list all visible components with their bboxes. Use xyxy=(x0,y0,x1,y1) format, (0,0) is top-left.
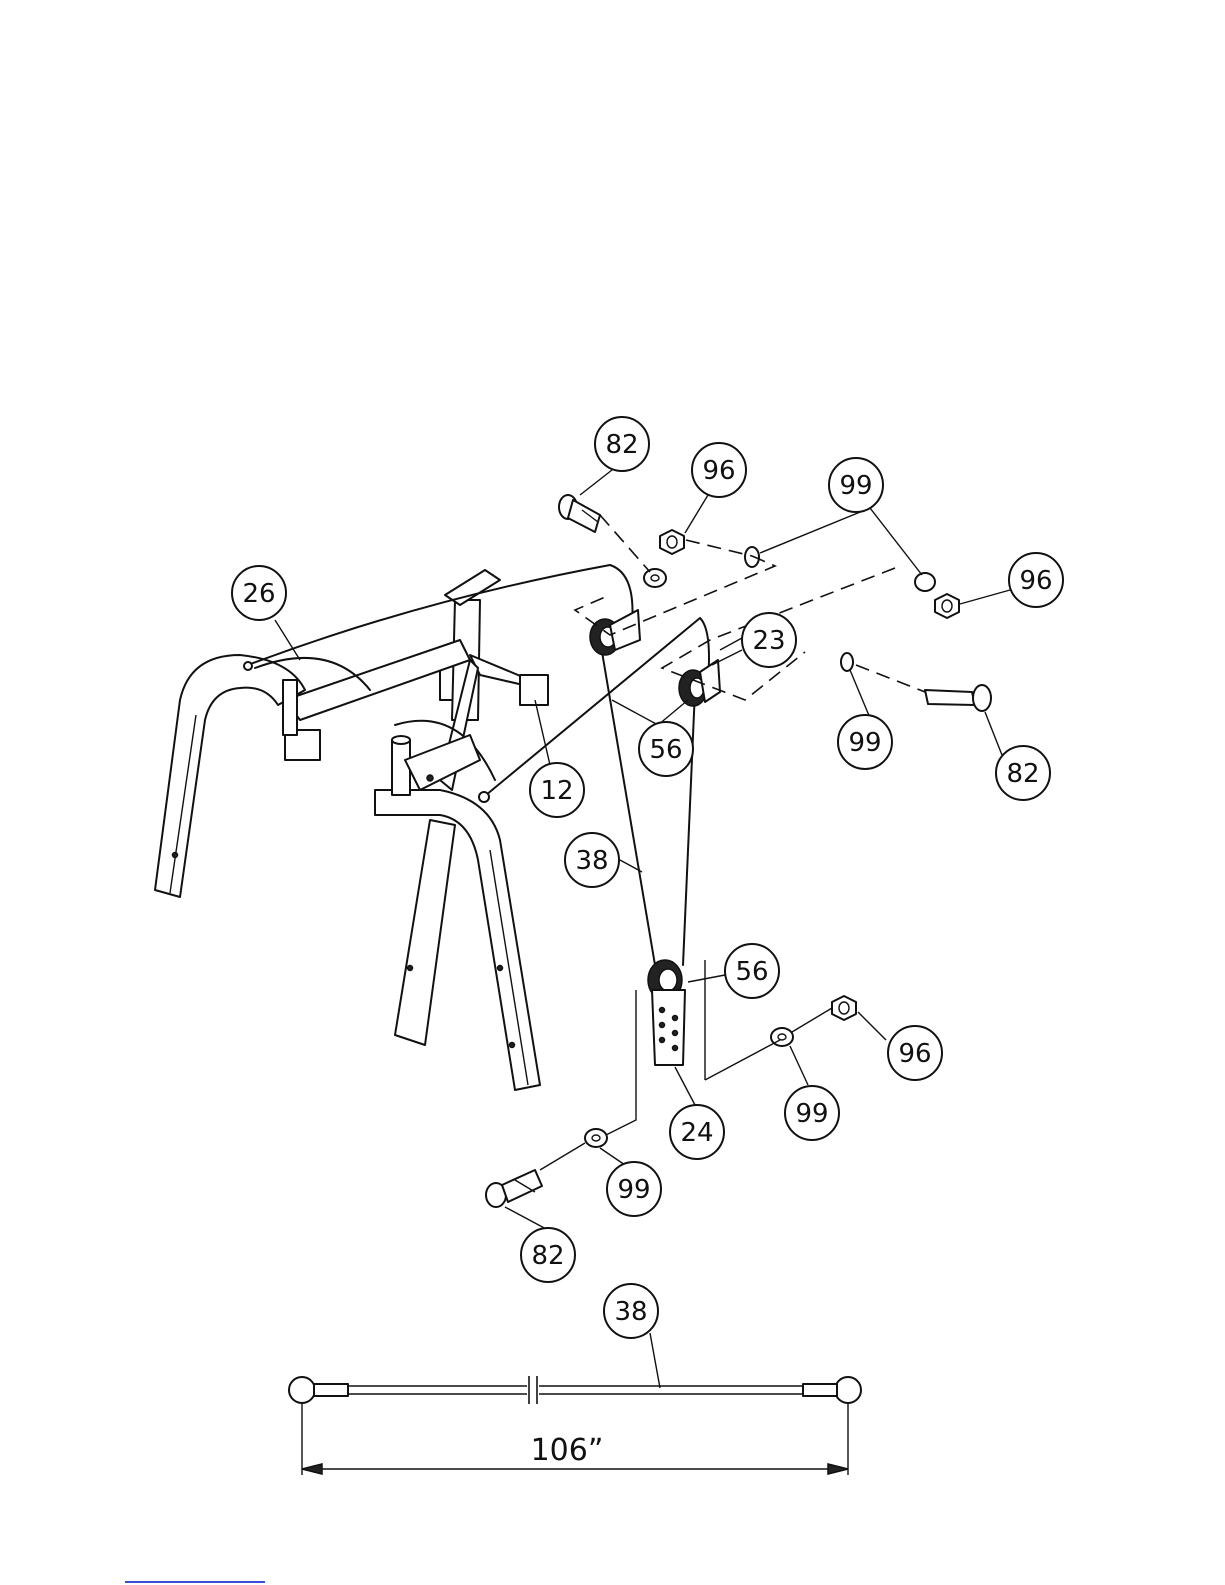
svg-text:99: 99 xyxy=(848,728,881,758)
bolt-82-right xyxy=(925,685,991,711)
washer-99-c xyxy=(915,573,935,591)
svg-text:96: 96 xyxy=(1019,566,1052,596)
svg-text:96: 96 xyxy=(898,1039,931,1069)
callout-82-top: 82 xyxy=(595,417,649,471)
svg-text:99: 99 xyxy=(617,1175,650,1205)
svg-text:26: 26 xyxy=(242,579,275,609)
lower-pulley-assembly xyxy=(648,960,685,1065)
svg-text:56: 56 xyxy=(735,957,768,987)
callout-82-right: 82 xyxy=(996,746,1050,800)
hardware xyxy=(486,495,991,1207)
cable-length-detail: 106” xyxy=(289,1333,861,1475)
svg-text:38: 38 xyxy=(614,1297,647,1327)
svg-text:82: 82 xyxy=(605,430,638,460)
nut-96-right xyxy=(935,594,959,618)
part-callouts: 82 96 99 26 96 23 99 82 56 12 38 56 96 9… xyxy=(232,417,1063,1338)
callout-38-cable: 38 xyxy=(604,1284,658,1338)
svg-text:24: 24 xyxy=(680,1118,713,1148)
callout-96-right: 96 xyxy=(1009,553,1063,607)
svg-text:23: 23 xyxy=(752,626,785,656)
nut-96-top xyxy=(660,530,684,554)
callout-23: 23 xyxy=(742,613,796,667)
nut-96-lower xyxy=(832,996,856,1020)
callout-99-lower-right: 99 xyxy=(785,1086,839,1140)
washer-99-b xyxy=(745,547,759,567)
callout-56-upper: 56 xyxy=(639,722,693,776)
svg-text:12: 12 xyxy=(540,776,573,806)
callout-24: 24 xyxy=(670,1105,724,1159)
svg-text:82: 82 xyxy=(531,1241,564,1271)
washer-99-a xyxy=(644,569,666,587)
washer-99-f xyxy=(585,1129,607,1147)
callout-12: 12 xyxy=(530,763,584,817)
callout-99-top: 99 xyxy=(829,458,883,512)
callout-99-lower-left: 99 xyxy=(607,1162,661,1216)
svg-text:99: 99 xyxy=(795,1099,828,1129)
callout-38-top: 38 xyxy=(565,833,619,887)
svg-text:82: 82 xyxy=(1006,759,1039,789)
callout-96-lower: 96 xyxy=(888,1026,942,1080)
bench-frame xyxy=(155,570,548,1090)
leader-lines xyxy=(275,470,1010,1230)
svg-text:38: 38 xyxy=(575,846,608,876)
bolt-82-bottom xyxy=(486,1170,542,1207)
callout-99-mid: 99 xyxy=(838,715,892,769)
svg-text:96: 96 xyxy=(702,456,735,486)
callout-56-lower: 56 xyxy=(725,944,779,998)
cable-length-label: 106” xyxy=(531,1433,604,1468)
callout-82-bottom: 82 xyxy=(521,1228,575,1282)
svg-text:99: 99 xyxy=(839,471,872,501)
svg-text:56: 56 xyxy=(649,735,682,765)
bolt-82-top xyxy=(559,495,600,532)
washer-99-d xyxy=(841,653,853,671)
callout-96-top: 96 xyxy=(692,443,746,497)
callout-26: 26 xyxy=(232,566,286,620)
